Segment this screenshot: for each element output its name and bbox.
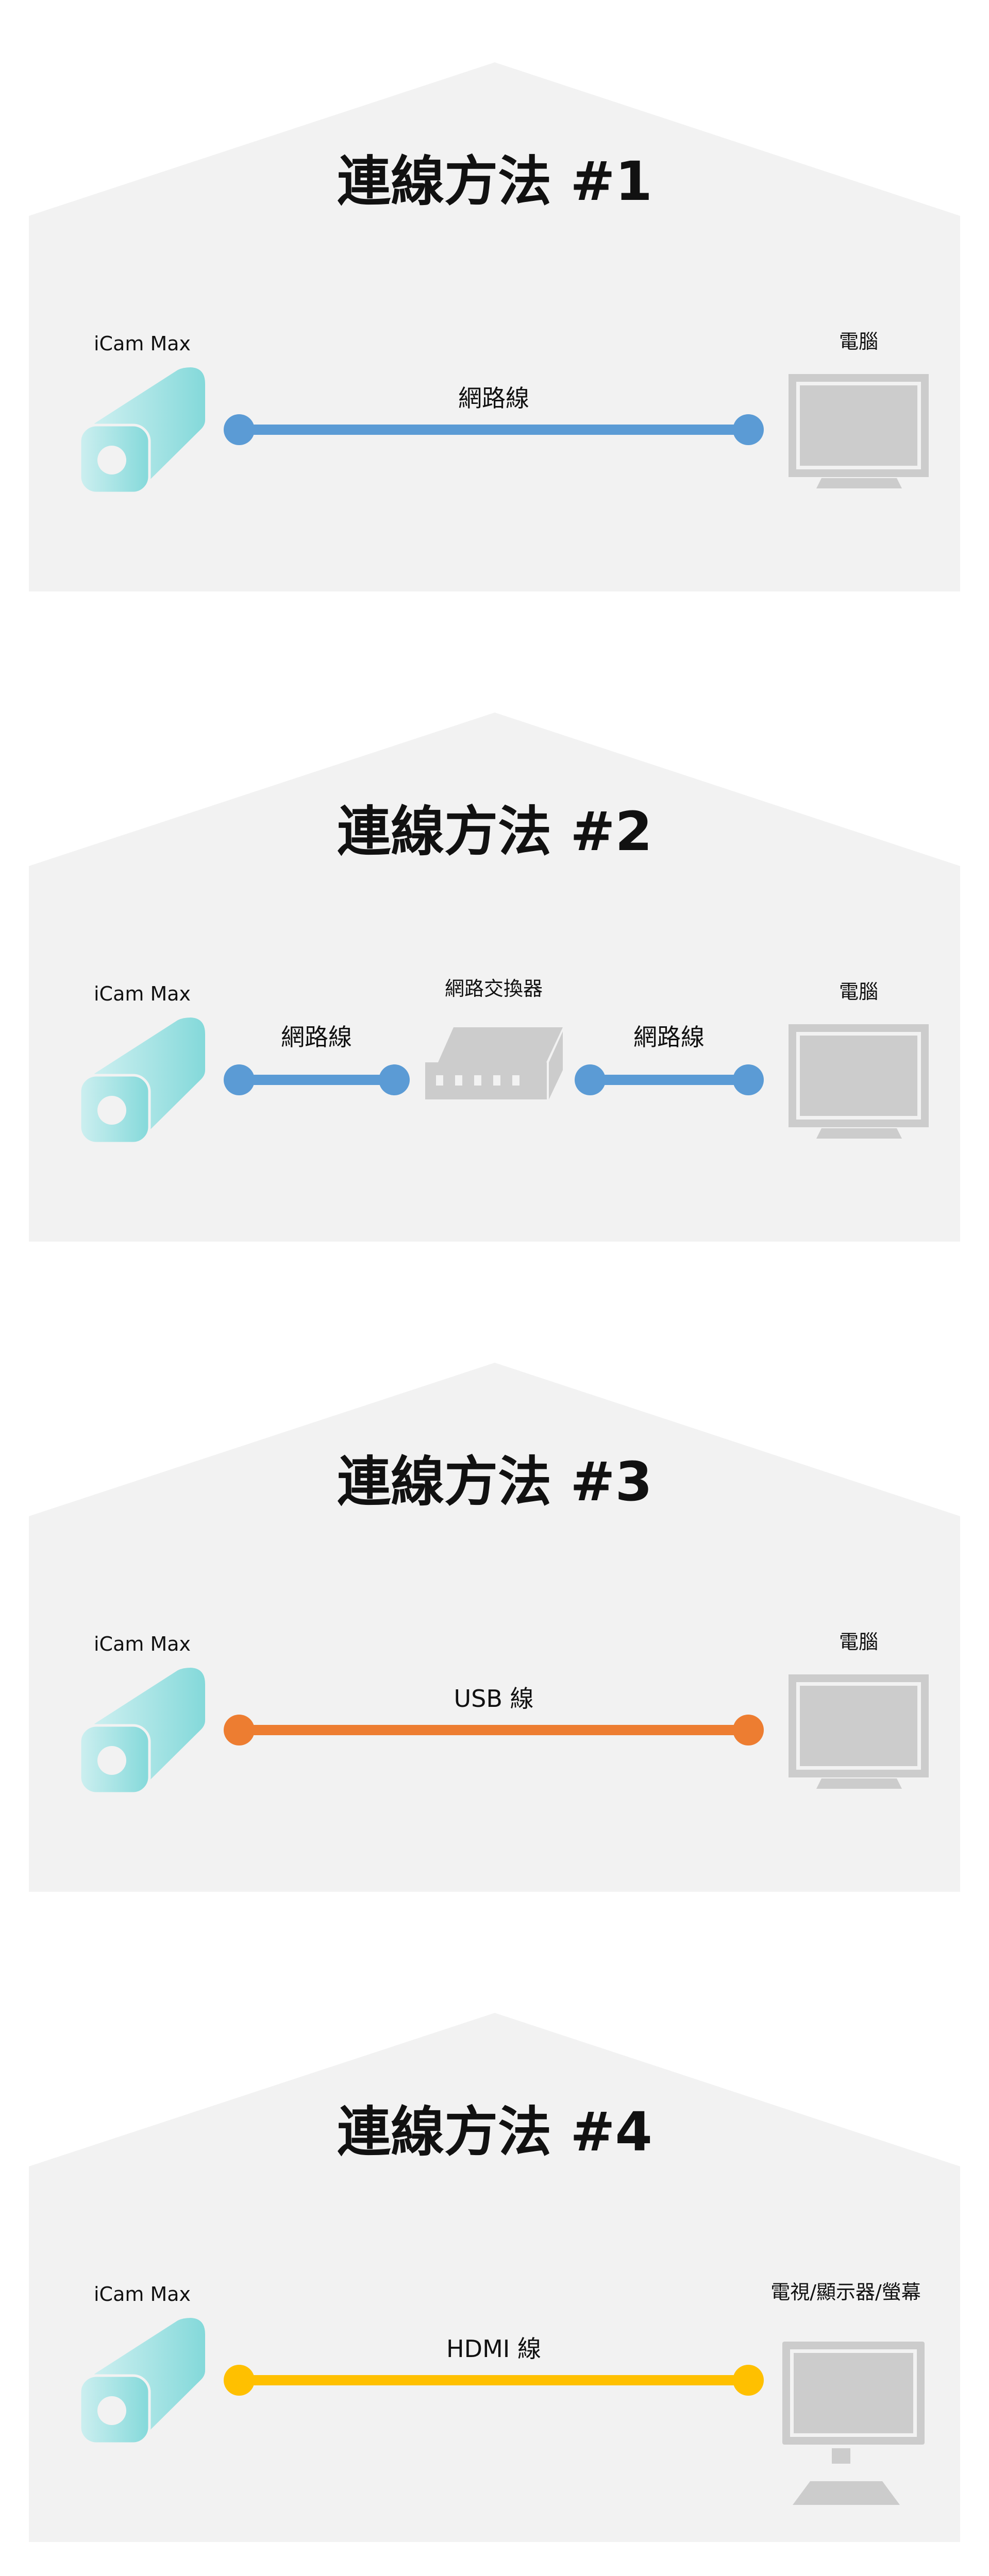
cable xyxy=(575,1064,764,1095)
camera-lens xyxy=(97,1746,126,1775)
monitor-stand xyxy=(816,1128,902,1139)
connection-method-section: 連線方法 #4 iCam Max 電視/顯示器/螢幕 HDMI 線 xyxy=(0,1951,989,2548)
camera-lens xyxy=(97,446,126,474)
section-title: 連線方法 #2 xyxy=(337,800,652,863)
cable-connector-dot xyxy=(733,1715,764,1745)
connection-method-section: 連線方法 #1 iCam Max 電腦網路線 xyxy=(0,0,989,650)
cable-connector-dot xyxy=(224,1715,255,1745)
camera-label: iCam Max xyxy=(93,2283,191,2306)
camera-lens xyxy=(97,2396,126,2425)
cable xyxy=(224,1715,764,1745)
network-switch-icon xyxy=(425,1027,563,1099)
camera-body xyxy=(94,1018,205,1129)
cable-connector-dot xyxy=(224,2365,255,2396)
camera-label: iCam Max xyxy=(93,982,191,1005)
monitor-screen xyxy=(794,2353,913,2433)
cable xyxy=(224,414,764,445)
monitor-neck xyxy=(832,2448,850,2464)
cable-connector-dot xyxy=(224,414,255,445)
section-graphic xyxy=(29,1363,960,1892)
section-graphic xyxy=(29,713,960,1242)
monitor-base xyxy=(793,2481,900,2505)
computer-monitor-icon xyxy=(789,1674,929,1789)
cable-label: 網路線 xyxy=(281,1023,352,1051)
cable-label: USB 線 xyxy=(454,1685,534,1713)
camera-body xyxy=(94,367,205,479)
camera-label: iCam Max xyxy=(93,332,191,355)
cable xyxy=(224,2365,764,2396)
camera-lens xyxy=(97,1096,126,1125)
house-panel xyxy=(29,713,960,1242)
tv-monitor-icon xyxy=(782,2342,925,2505)
connection-method-section: 連線方法 #2 iCam Max 電腦 網路交換器網路線 網路線 xyxy=(0,650,989,1300)
target-device-label: 電腦 xyxy=(839,980,879,1003)
section-title: 連線方法 #3 xyxy=(337,1450,652,1513)
section-graphic xyxy=(29,2013,960,2542)
camera-icon xyxy=(78,2318,205,2445)
monitor-stand xyxy=(816,478,902,488)
cable-connector-dot xyxy=(733,1064,764,1095)
section-title: 連線方法 #1 xyxy=(337,150,652,213)
camera-body xyxy=(94,2318,205,2430)
switch-port xyxy=(436,1075,443,1086)
switch-label: 網路交換器 xyxy=(444,977,543,1000)
switch-front xyxy=(425,1062,547,1099)
monitor-screen xyxy=(800,1686,917,1766)
connection-method-section: 連線方法 #3 iCam Max 電腦 USB 線 xyxy=(0,1300,989,1951)
computer-monitor-icon xyxy=(789,374,929,488)
section-title: 連線方法 #4 xyxy=(337,2100,652,2163)
camera-icon xyxy=(78,1668,205,1795)
camera-label: iCam Max xyxy=(93,1633,191,1655)
monitor-stand xyxy=(816,1778,902,1789)
target-device-label: 電腦 xyxy=(839,330,879,353)
camera-icon xyxy=(78,1018,205,1145)
cable-connector-dot xyxy=(733,414,764,445)
switch-port xyxy=(474,1075,481,1086)
house-panel xyxy=(29,62,960,591)
camera-body xyxy=(94,1668,205,1780)
house-panel xyxy=(29,1363,960,1892)
section-graphic xyxy=(29,62,960,591)
switch-side xyxy=(549,1031,563,1099)
monitor-screen xyxy=(800,1036,917,1116)
target-device-label: 電視/顯示器/螢幕 xyxy=(770,2281,921,2303)
cable-connector-dot xyxy=(575,1064,606,1095)
cable xyxy=(224,1064,410,1095)
switch-port xyxy=(455,1075,462,1086)
camera-icon xyxy=(78,367,205,495)
house-panel xyxy=(29,2013,960,2542)
cable-connector-dot xyxy=(224,1064,255,1095)
cable-connector-dot xyxy=(379,1064,410,1095)
switch-port xyxy=(512,1075,519,1086)
cable-label: 網路線 xyxy=(633,1023,705,1051)
monitor-screen xyxy=(800,385,917,466)
switch-top xyxy=(438,1027,563,1062)
switch-port xyxy=(493,1075,500,1086)
cable-connector-dot xyxy=(733,2365,764,2396)
computer-monitor-icon xyxy=(789,1024,929,1139)
target-device-label: 電腦 xyxy=(839,1631,879,1653)
cable-label: HDMI 線 xyxy=(446,2335,541,2363)
cable-label: 網路線 xyxy=(458,384,529,412)
